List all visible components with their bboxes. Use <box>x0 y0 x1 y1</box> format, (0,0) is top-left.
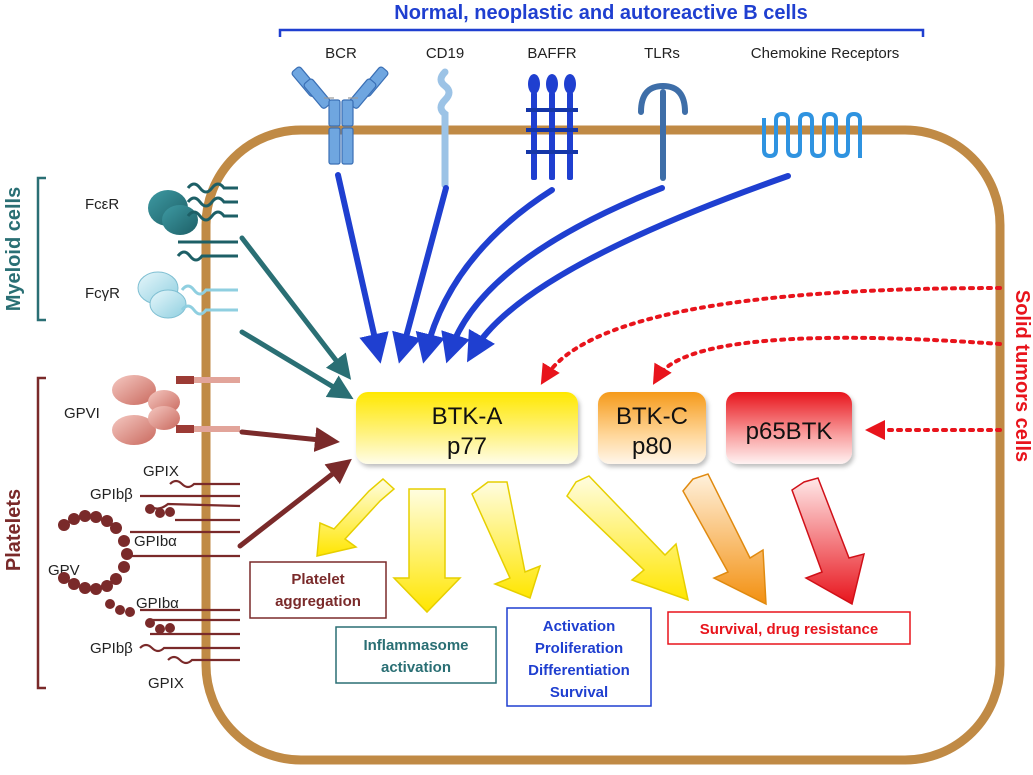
down-arrow-inflammasome <box>392 488 462 614</box>
platelets-bracket <box>36 376 46 690</box>
fcgr-label: FcγR <box>85 285 120 302</box>
activation-line2: Proliferation <box>535 640 623 657</box>
fcgr-receptor-icon <box>137 271 238 319</box>
activation-line3: Differentiation <box>528 662 630 679</box>
btk-a-line1: BTK-A <box>432 403 503 430</box>
myeloid-bracket <box>36 176 46 322</box>
header-title: Normal, neoplastic and autoreactive B ce… <box>394 2 807 24</box>
down-arrow-activation <box>471 481 542 599</box>
myeloid-signal-arrows <box>239 235 354 400</box>
baffr-receptor-icon <box>526 74 578 180</box>
gpib-arrow <box>237 458 352 549</box>
gpib-complex-icon <box>58 479 241 665</box>
tumor-to-btkc-arrow <box>652 335 1002 385</box>
fcer-arrow <box>239 235 352 380</box>
gpibb-top-label: GPIbβ <box>90 486 133 503</box>
activation-box <box>506 607 652 707</box>
gpibb-bottom-label: GPIbβ <box>90 640 133 657</box>
platelet-aggregation-line1: Platelet <box>291 571 344 588</box>
down-arrow-survival-orange <box>682 473 767 606</box>
bcr-receptor-icon <box>291 66 389 165</box>
receptor-label-cd19: CD19 <box>426 45 464 62</box>
baffr-arrow <box>415 187 555 364</box>
btk-c-box <box>598 392 706 464</box>
gpvi-receptor-icon <box>112 375 240 445</box>
myeloid-group-label: Myeloid cells <box>3 187 25 312</box>
p65btk-box <box>726 392 852 464</box>
gpiba-top-label: GPIbα <box>134 533 177 550</box>
activation-line4: Survival <box>550 684 608 701</box>
platelets-group-label: Platelets <box>3 489 25 571</box>
cd19-receptor-icon <box>437 68 453 189</box>
platelet-signal-arrows <box>237 427 352 549</box>
inflammasome-box <box>335 626 497 684</box>
btk-a-box <box>356 392 578 464</box>
cd19-arrow <box>392 185 449 364</box>
chemokine-arrow <box>467 173 791 363</box>
survival-line1: Survival, drug resistance <box>700 621 878 638</box>
tlr-receptor-icon <box>638 82 688 181</box>
header-bracket <box>278 28 925 37</box>
inflammasome-line1: Inflammasome <box>363 637 468 654</box>
gpix-bottom-label: GPIX <box>148 675 184 692</box>
tumor-to-btka-arrow <box>540 286 1002 385</box>
gpiba-bottom-label: GPIbα <box>136 595 179 612</box>
tlr-arrow <box>441 185 665 364</box>
activation-line1: Activation <box>543 618 616 635</box>
solid-tumors-label: Solid tumors cells <box>1011 290 1033 462</box>
chemokine-receptor-icon <box>762 111 862 159</box>
cell-membrane <box>201 125 1005 765</box>
receptor-label-baffr: BAFFR <box>527 45 576 62</box>
receptor-label-tlrs: TLRs <box>644 45 680 62</box>
gpvi-arrow <box>239 427 340 452</box>
fcer-receptor-icon <box>148 182 238 262</box>
fcer-label: FcεR <box>85 196 119 213</box>
gpv-label: GPV <box>48 562 80 579</box>
platelet-aggregation-line2: aggregation <box>275 593 361 610</box>
downstream-arrows <box>316 473 866 614</box>
receptor-label-chemokine: Chemokine Receptors <box>751 45 899 62</box>
tumor-signal-arrows <box>540 286 1002 440</box>
down-arrow-survival-red <box>791 477 866 606</box>
gpix-top-label: GPIX <box>143 463 179 480</box>
b-cell-signal-arrows <box>335 172 791 364</box>
down-arrow-survival-yellow <box>566 475 690 602</box>
fcgr-arrow <box>239 329 354 400</box>
p65btk-label: p65BTK <box>746 418 833 445</box>
platelet-aggregation-box <box>249 561 387 619</box>
btk-c-line2: p80 <box>632 433 672 460</box>
bcr-arrow <box>335 172 389 364</box>
inflammasome-line2: activation <box>381 659 451 676</box>
down-arrow-platelet <box>316 477 396 557</box>
receptor-label-bcr: BCR <box>325 45 357 62</box>
gpvi-label: GPVI <box>64 405 100 422</box>
survival-box <box>667 611 911 645</box>
btk-c-line1: BTK-C <box>616 403 688 430</box>
btk-a-line2: p77 <box>447 433 487 460</box>
